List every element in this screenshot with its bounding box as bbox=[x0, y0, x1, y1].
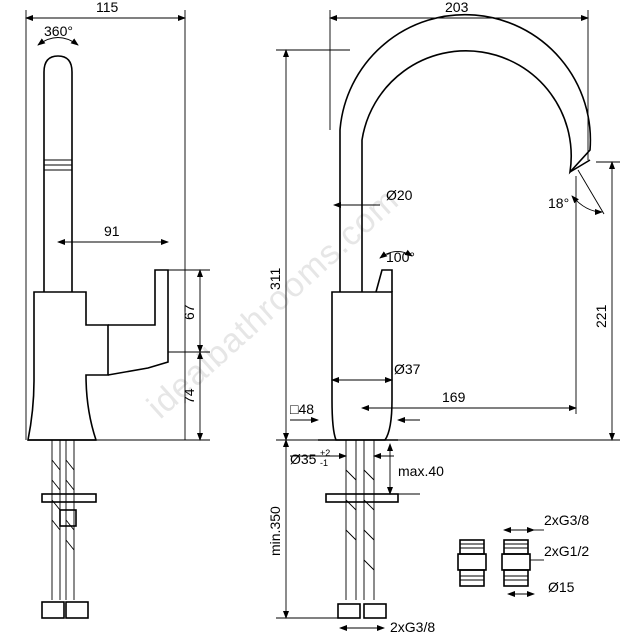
dim-front-hole-tol-upper: +2 bbox=[320, 448, 330, 458]
dim-front-spout-angle: 18° bbox=[548, 195, 569, 211]
dim-front-max-thickness: max.40 bbox=[398, 463, 444, 479]
fittings-detail: 2xG3/8 2xG1/2 Ø15 bbox=[457, 512, 589, 597]
dim-front-hose-length: min.350 bbox=[267, 506, 283, 556]
front-connector-left bbox=[337, 603, 361, 619]
dim-side-width: 115 bbox=[96, 0, 119, 15]
dim-front-hole-tol-lower: -1 bbox=[320, 458, 328, 468]
dim-front-base: □48 bbox=[290, 401, 314, 417]
dim-fitting-top: 2xG3/8 bbox=[544, 512, 589, 528]
dim-front-reach: 169 bbox=[442, 389, 466, 405]
side-nut bbox=[59, 509, 77, 527]
front-spout bbox=[339, 13, 592, 292]
dim-side-body-height: 74 bbox=[181, 388, 197, 404]
dim-front-lever-angle: 100° bbox=[386, 249, 415, 265]
dim-front-outlet-height: 221 bbox=[593, 304, 609, 328]
fitting-right-top bbox=[503, 539, 529, 555]
side-fixing-plate bbox=[41, 493, 97, 503]
dim-front-body-dia: Ø37 bbox=[394, 361, 421, 377]
fitting-right-bottom bbox=[503, 569, 529, 587]
dim-side-rotation: 360° bbox=[44, 23, 73, 39]
side-body bbox=[27, 291, 109, 441]
dim-front-hole-dia: Ø35 bbox=[290, 451, 317, 467]
dim-side-reach: 91 bbox=[104, 223, 120, 239]
fitting-left-top bbox=[459, 539, 485, 555]
dim-front-height: 311 bbox=[267, 267, 283, 290]
front-hoses bbox=[345, 440, 375, 600]
front-fixing-plate bbox=[325, 493, 399, 503]
side-view: 115 360° 91 67 74 bbox=[25, 0, 210, 619]
side-spout-tube bbox=[43, 55, 73, 292]
front-view: 203 311 18° Ø20 100° 221 Ø37 169 □48 bbox=[267, 0, 620, 635]
watermark-text: idealbathrooms.com bbox=[140, 181, 406, 426]
dim-fitting-mid: 2xG1/2 bbox=[544, 543, 589, 559]
front-body bbox=[331, 291, 393, 441]
side-aerator bbox=[44, 159, 72, 171]
side-lever bbox=[107, 269, 169, 376]
fitting-left-body bbox=[457, 553, 487, 571]
side-connector-left bbox=[41, 601, 65, 619]
fitting-right-body bbox=[501, 553, 531, 571]
dim-front-spout-dia: Ø20 bbox=[386, 187, 413, 203]
fitting-left-bottom bbox=[459, 569, 485, 587]
front-connector-right bbox=[363, 603, 387, 619]
dim-front-hose-connection: 2xG3/8 bbox=[390, 619, 435, 635]
front-lever bbox=[375, 269, 393, 293]
dim-fitting-dia: Ø15 bbox=[548, 579, 575, 595]
dim-front-width: 203 bbox=[445, 0, 469, 15]
side-connector-right bbox=[65, 601, 89, 619]
dim-side-handle-height: 67 bbox=[181, 304, 197, 320]
